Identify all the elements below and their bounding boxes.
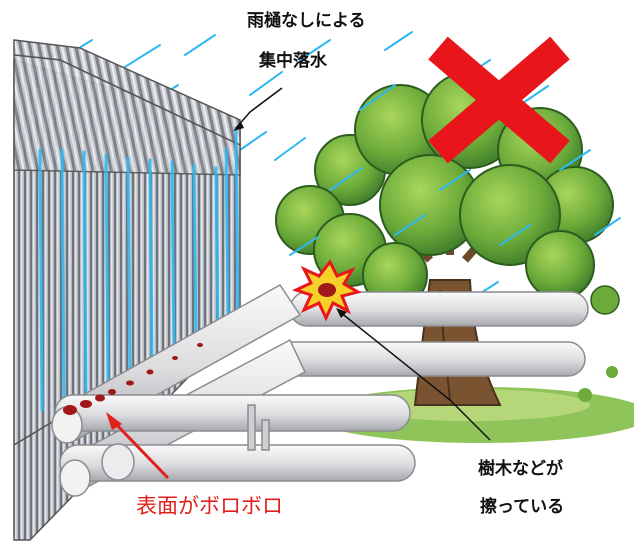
tree-rub-label-line1: 樹木などが bbox=[478, 459, 563, 479]
corrugated-roof bbox=[13, 39, 241, 176]
drainage-label-line1: 雨樋なしによる bbox=[247, 11, 366, 31]
drainage-label-line2: 集中落水 bbox=[259, 51, 327, 71]
tree-rub-label-line2: 擦っている bbox=[480, 497, 565, 517]
rust-damage bbox=[63, 343, 203, 415]
surface-damage-label: 表面がボロボロ bbox=[136, 494, 283, 518]
impact-burst-icon bbox=[291, 259, 362, 322]
waterfall bbox=[38, 126, 240, 412]
leader-lines bbox=[106, 87, 491, 480]
pipes bbox=[51, 284, 589, 497]
ng-cross-icon bbox=[428, 36, 570, 164]
